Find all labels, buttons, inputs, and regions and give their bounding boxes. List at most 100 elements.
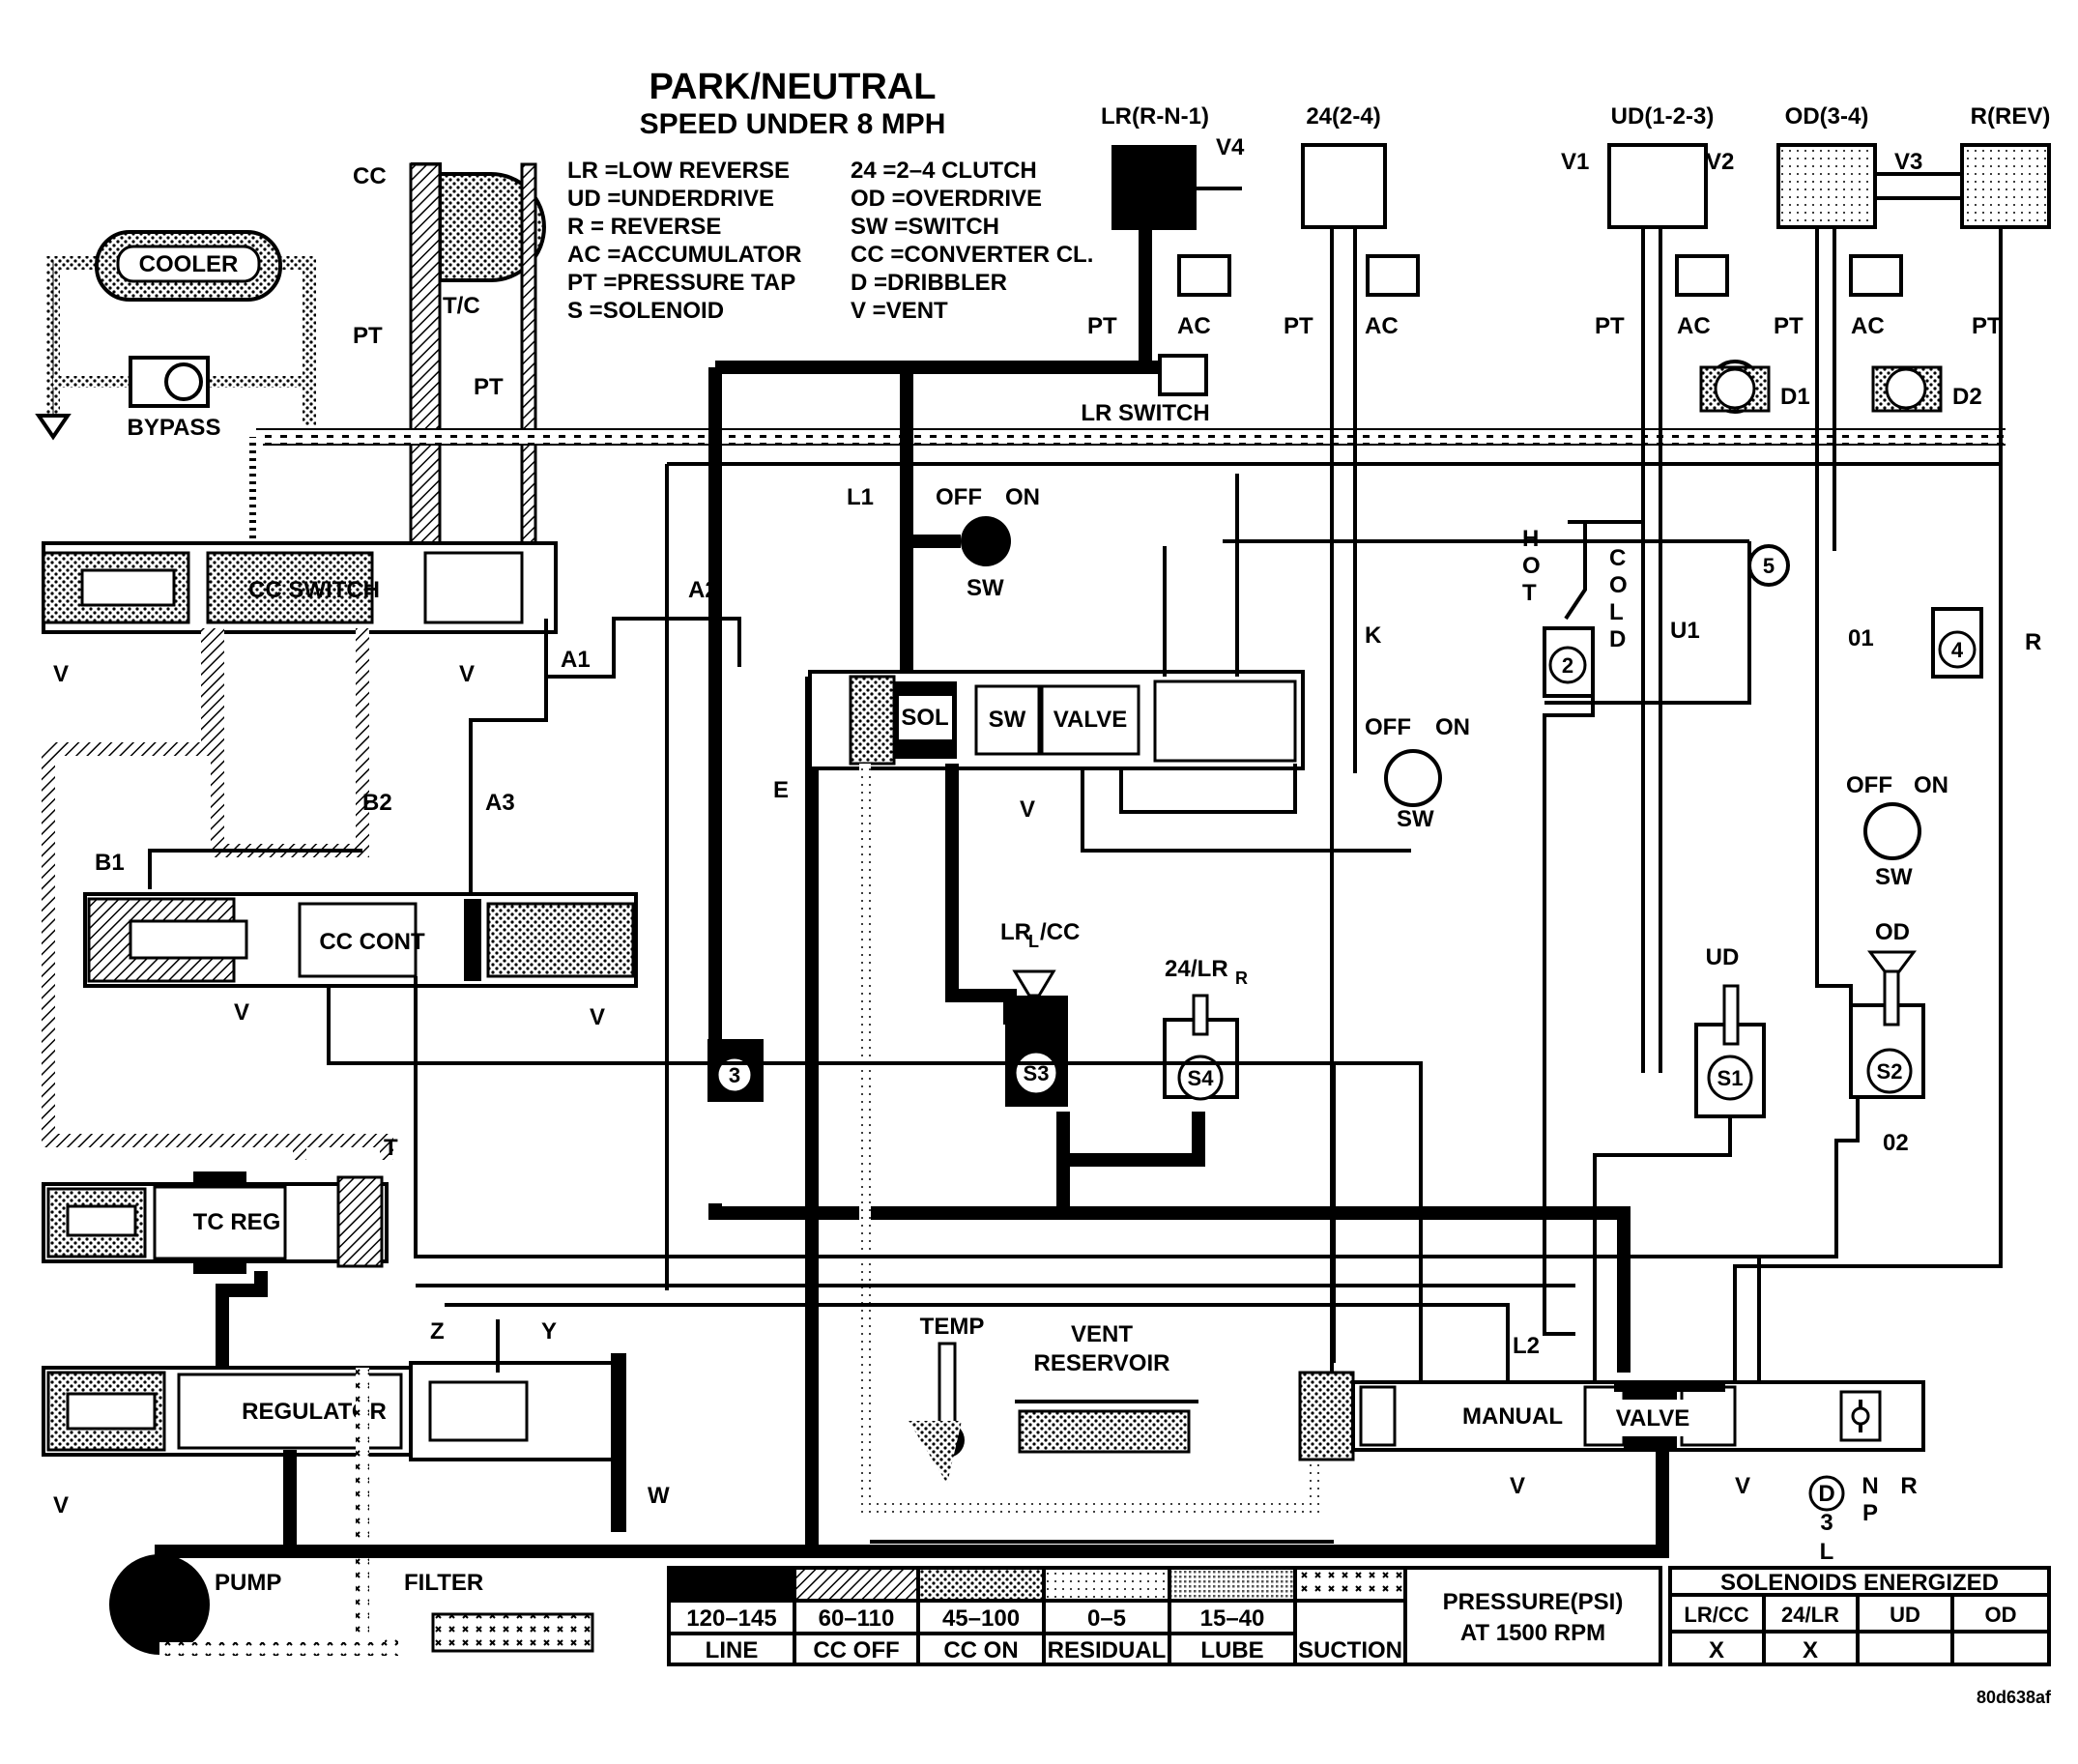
cc-switch-label: CC SWITCH: [248, 577, 380, 603]
filter-body: [431, 1612, 594, 1653]
abbr-right-5: D =DRIBBLER: [851, 270, 1007, 296]
v1-label: V1: [1561, 149, 1589, 175]
solenoid-s1: UD S1: [1593, 944, 1766, 1392]
lube-rail: [249, 428, 2006, 551]
od-accumulator: [1849, 254, 1903, 297]
manual-label: MANUAL: [1462, 1403, 1563, 1430]
cold-d: D: [1609, 626, 1626, 652]
y-label: Y: [541, 1318, 557, 1345]
ac-label-od: AC: [1851, 313, 1885, 339]
swatch-residual: [1044, 1570, 1169, 1601]
sump-arrow-icon: [35, 414, 72, 441]
a1-label: A1: [561, 647, 591, 673]
tc-regulator-valve: TC REG T: [42, 1135, 398, 1274]
sol-value-lrcc: X: [1709, 1637, 1724, 1663]
name-cc-off: CC OFF: [813, 1637, 899, 1663]
c24-clutch-circuit: 24(2-4) PT AC K OFF ON SW: [1284, 103, 1470, 1392]
w-label: W: [648, 1483, 670, 1509]
ud-sol-label: UD: [1706, 944, 1740, 970]
solenoid-switch-valve: SOL SW VALVE L1 OFF ON SW V: [808, 484, 1305, 823]
ud-accumulator: [1675, 254, 1729, 297]
ud-clutch-label: UD(1-2-3): [1611, 103, 1715, 130]
o1-label: 01: [1848, 625, 1874, 651]
v4-label: V4: [1216, 134, 1245, 160]
abbr-right-1: 24 =2–4 CLUTCH: [851, 158, 1037, 184]
v2-label: V2: [1706, 149, 1734, 175]
temp-label: TEMP: [920, 1314, 985, 1340]
swatch-lube: [1169, 1570, 1295, 1601]
name-lube: LUBE: [1200, 1637, 1263, 1663]
valve-label-manual: VALVE: [1616, 1405, 1689, 1431]
vent-label-man-1: V: [1510, 1473, 1525, 1499]
range-residual: 0–5: [1087, 1605, 1126, 1632]
gear-l: L: [1820, 1539, 1834, 1565]
lrcc-sub: L: [1028, 932, 1039, 951]
valve-label-ssv: VALVE: [1053, 707, 1127, 733]
pt-label-tc-2: PT: [474, 374, 504, 400]
sw-label-24: SW: [1397, 806, 1434, 832]
s1-label: S1: [1717, 1066, 1744, 1090]
pt-label-rev: PT: [1972, 313, 2002, 339]
range-cc-on: 45–100: [942, 1605, 1020, 1632]
ac-label-24: AC: [1365, 313, 1399, 339]
tc-reg-label: TC REG: [193, 1209, 281, 1235]
reservoir-body: [1018, 1409, 1191, 1454]
gear-p: P: [1862, 1500, 1878, 1526]
ud-clutch-circuit: UD(1-2-3) V1 V2 PT AC U1 D1: [1561, 103, 1810, 1073]
sw-label-lr: SW: [967, 575, 1004, 601]
thermometer-icon: [938, 1342, 957, 1432]
lr-clutch-circuit: LR(R-N-1) V4 PT AC LR SWITCH: [1081, 103, 1245, 426]
d2-label: D2: [1952, 384, 1982, 410]
abbr-right-6: V =VENT: [851, 298, 948, 324]
c24-accumulator: [1366, 254, 1420, 297]
z-label: Z: [430, 1318, 445, 1345]
cooler-circuit: COOLER BYPASS: [35, 230, 316, 441]
filter-label: FILTER: [404, 1570, 483, 1596]
tc-release-line: [520, 162, 537, 563]
od-clutch-circuit: OD(3-4) V3 PT AC 01 D2 5 OFF ON SW 02: [1544, 103, 1982, 1156]
name-residual: RESIDUAL: [1048, 1637, 1167, 1663]
vent-label-ccs-1: V: [53, 661, 69, 687]
abbr-right-4: CC =CONVERTER CL.: [851, 242, 1093, 268]
cc-control-valve: CC CONT B1 B2 A3 V V A2: [83, 577, 741, 1030]
lr-clutch-label: LR(R-N-1): [1101, 103, 1209, 130]
cold-l: L: [1609, 599, 1624, 625]
figure-code: 80d638af: [1977, 1688, 2052, 1707]
cold-o: O: [1609, 572, 1628, 598]
k-label: K: [1365, 622, 1382, 649]
abbr-left-5: PT =PRESSURE TAP: [567, 270, 795, 296]
pressure-regulator-valve: REGULATOR V Z Y W: [42, 1318, 670, 1532]
l1-label: L1: [847, 484, 874, 510]
bypass-label: BYPASS: [128, 415, 221, 441]
swatch-suction: [1295, 1570, 1405, 1601]
sol-table-title: SOLENOIDS ENERGIZED: [1720, 1570, 1999, 1596]
od-sol-label: OD: [1875, 919, 1910, 945]
tc-label: T/C: [443, 293, 480, 319]
od-clutch-label: OD(3-4): [1785, 103, 1869, 130]
legend-caption-1: PRESSURE(PSI): [1443, 1589, 1624, 1615]
off-label-lr: OFF: [936, 484, 982, 510]
detent-icon: [1851, 1406, 1870, 1426]
check-4-label: 4: [1951, 638, 1964, 662]
abbreviation-list: LR =LOW REVERSE UD =UNDERDRIVE R = REVER…: [567, 158, 1093, 324]
bypass-check-ball: [164, 362, 203, 401]
cc-off-passages: [42, 628, 393, 1160]
hot-h: H: [1522, 526, 1539, 552]
c24-pressure-switch: [1384, 749, 1442, 807]
sol-header-ud: UD: [1890, 1603, 1920, 1627]
torque-converter: CC T/C PT PT: [353, 162, 546, 572]
check-3-label: 3: [729, 1063, 740, 1087]
s24lr-tail: /LR: [1191, 956, 1228, 982]
temp-sensor-reservoir: TEMP VENT RESERVOIR: [909, 1314, 1198, 1484]
abbr-left-1: LR =LOW REVERSE: [567, 158, 790, 184]
pt-label-od: PT: [1774, 313, 1804, 339]
gear-3: 3: [1820, 1510, 1833, 1536]
lr-accumulator: [1177, 254, 1231, 297]
check-2-label: 2: [1562, 653, 1573, 678]
abbr-right-2: OD =OVERDRIVE: [851, 186, 1042, 212]
name-cc-on: CC ON: [943, 1637, 1018, 1663]
lr-switch-label: LR SWITCH: [1081, 400, 1209, 426]
pt-label-ud: PT: [1595, 313, 1625, 339]
pressure-legend: 120–145 60–110 45–100 0–5 15–40 LINE CC …: [667, 1566, 1662, 1666]
